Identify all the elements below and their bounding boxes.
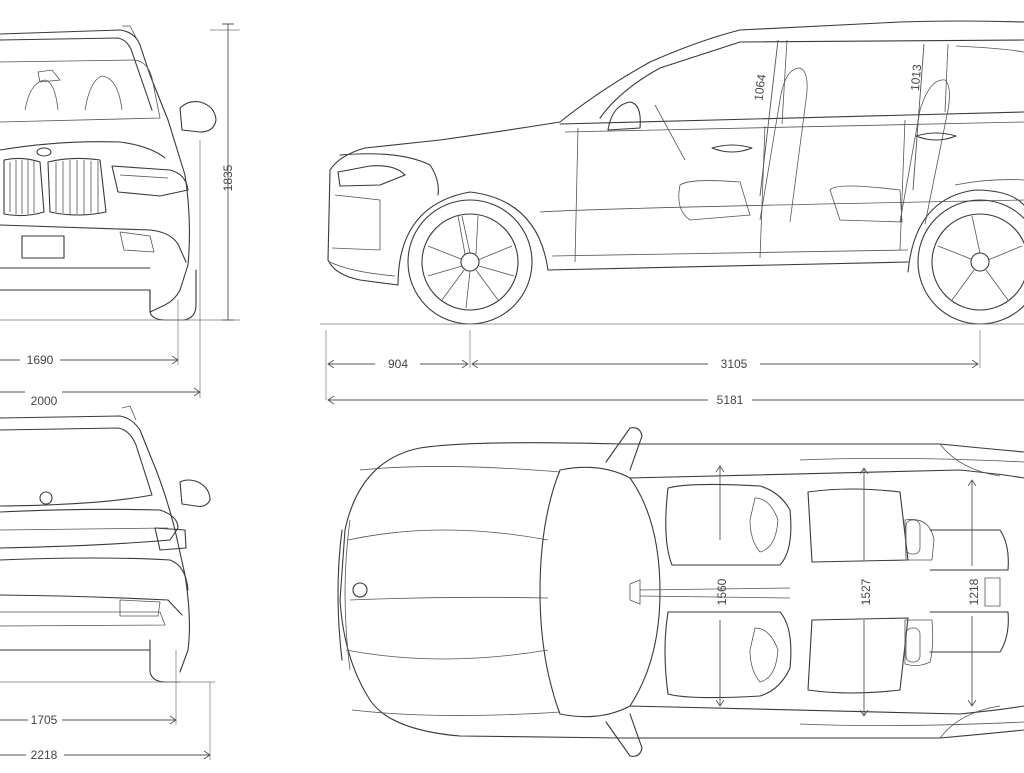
side-view: 1064 1013 904 3105 5181 [320,20,1024,407]
front-track-label: 1690 [27,353,54,367]
second-row-shoulder-label: 1527 [859,578,873,605]
third-row-shoulder-label: 1218 [967,578,981,605]
front-shoulder-label: 1560 [715,578,729,605]
front-overhang-label: 904 [388,357,408,371]
wheelbase-label: 3105 [721,357,748,371]
rear-track-label: 1705 [31,713,58,727]
height-label: 1835 [221,164,235,191]
length-label: 5181 [717,393,744,407]
rear-width-label: 2218 [31,748,58,762]
front-view: 1835 1690 2000 [0,23,240,408]
front-width-label: 2000 [31,394,58,408]
rear-view: 1705 2218 [0,405,215,762]
front-headroom-label: 1064 [751,73,768,102]
top-view: 1560 1527 1218 [337,427,1024,757]
second-row-headroom-label: 1013 [908,63,924,91]
